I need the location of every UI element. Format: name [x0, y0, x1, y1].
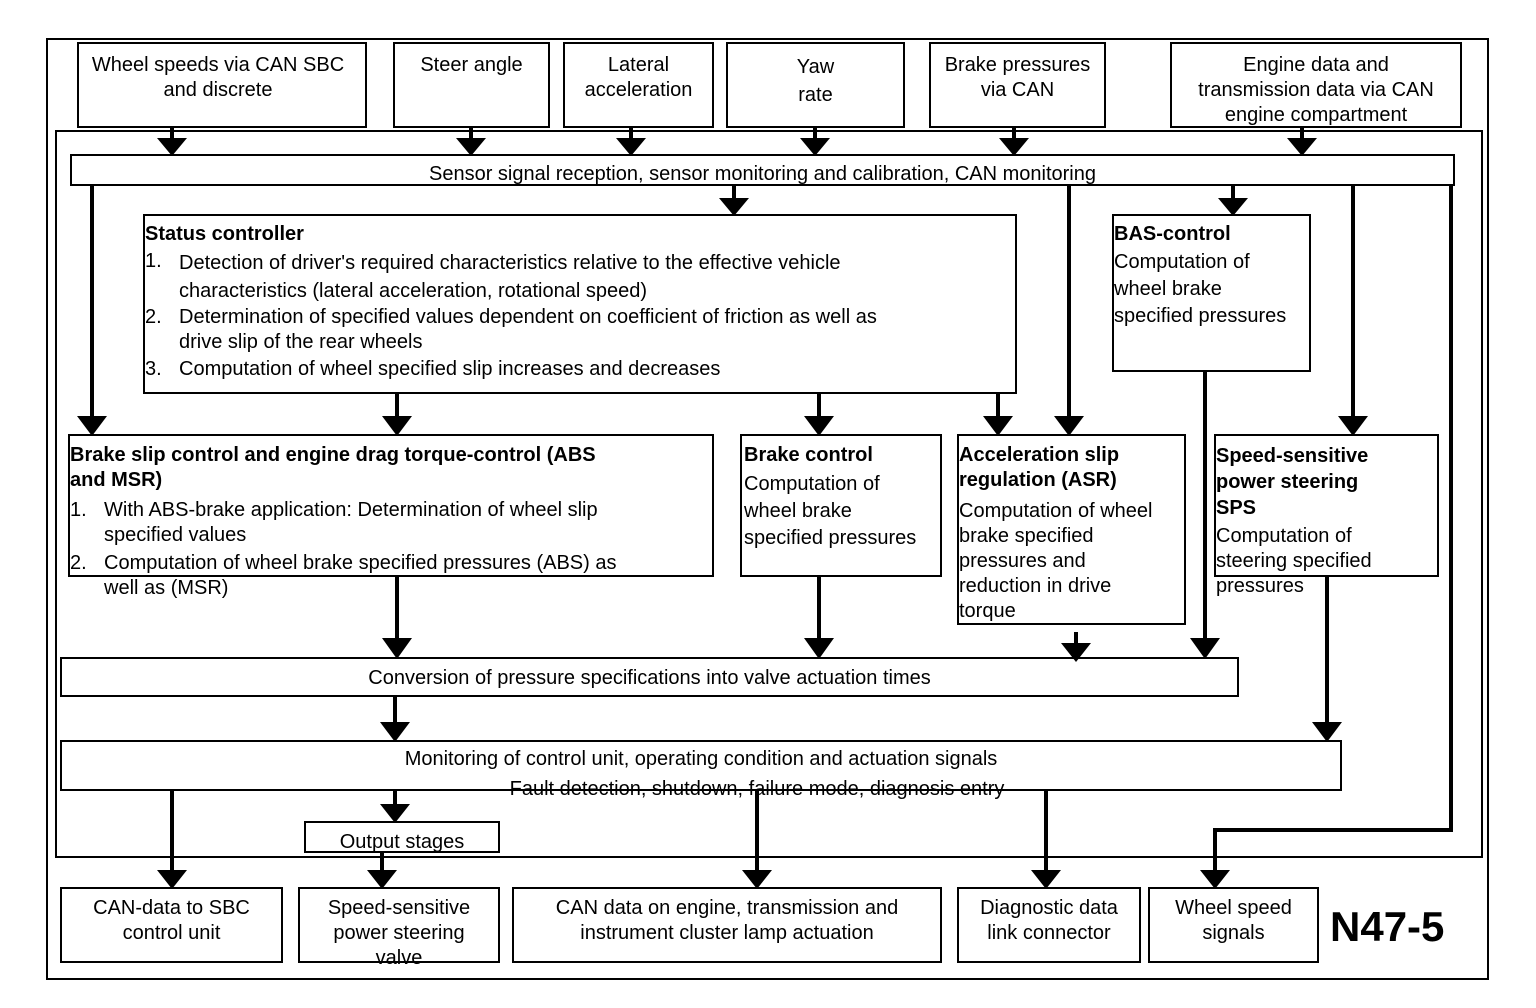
abs-item-2: 2. Computation of wheel brake specified p…: [70, 551, 616, 601]
bas-control-title: BAS-control: [1114, 223, 1231, 245]
abs-item-2-num: 2.: [70, 552, 87, 574]
arrowhead-yaw: [800, 138, 830, 156]
output-can-engine: CAN data on engine, transmission and ins…: [512, 887, 942, 963]
arrowhead-asr-right: [1054, 416, 1084, 436]
output-wheel-speed: Wheel speed signals: [1148, 887, 1319, 963]
arrowhead-wheel-speeds: [157, 138, 187, 156]
monitoring-line2: Fault detection, shutdown, failure mode,…: [509, 778, 1005, 800]
arrowhead-conv-bas: [1190, 638, 1220, 659]
status-controller-box: Status controller 1. Detection of driver'…: [143, 214, 1017, 394]
sensor-signal-bar: Sensor signal reception, sensor monitori…: [70, 154, 1455, 186]
status-item-2-text: Determination of specified values depend…: [179, 306, 877, 353]
arrowhead-can-engine: [742, 870, 772, 889]
output-sps-valve: Speed-sensitive power steering valve: [298, 887, 500, 969]
status-item-3-text: Computation of wheel specified slip incr…: [179, 358, 721, 380]
status-item-1: 1. Detection of driver's required charact…: [145, 249, 877, 305]
output-can-sbc: CAN-data to SBC control unit: [60, 887, 283, 963]
input-engine-data-label: Engine data and transmission data via CA…: [1198, 54, 1434, 126]
input-yaw-rate: Yaw rate: [726, 42, 905, 128]
status-item-1-text: Detection of driver's required character…: [179, 252, 841, 302]
abs-item-1-text: With ABS-brake application: Determinatio…: [104, 499, 598, 546]
input-engine-data: Engine data and transmission data via CA…: [1170, 42, 1462, 128]
monitoring-line1: Monitoring of control unit, operating co…: [404, 748, 998, 770]
output-can-sbc-label: CAN-data to SBC control unit: [93, 897, 250, 944]
wire-sensor-wheel-speed: [1213, 186, 1453, 872]
input-brake-pressures: Brake pressures via CAN: [929, 42, 1106, 128]
component-code: N47-5: [1330, 903, 1445, 950]
abs-item-1: 1. With ABS-brake application: Determinat…: [70, 498, 616, 551]
status-item-2: 2. Determination of specified values depe…: [145, 305, 877, 357]
brake-control-title: Brake control: [744, 444, 873, 466]
brake-control-box: Brake control Computation of wheel brake…: [740, 434, 942, 577]
input-lateral-acceleration: Lateral acceleration: [563, 42, 714, 128]
monitoring-bar: Monitoring of control unit, operating co…: [60, 740, 1342, 800]
arrowhead-conv-abs: [382, 638, 412, 659]
arrowhead-steer-angle: [456, 138, 486, 156]
output-diagnostic: Diagnostic data link connector: [957, 887, 1141, 963]
bas-control-body: Computation of wheel brake specified pre…: [1114, 251, 1287, 327]
conversion-label: Conversion of pressure specifications in…: [368, 667, 931, 689]
status-controller-list: 1. Detection of driver's required charact…: [145, 249, 877, 382]
output-can-engine-label: CAN data on engine, transmission and ins…: [555, 897, 899, 944]
status-item-3-num: 3.: [145, 358, 162, 380]
input-steer-angle-label: Steer angle: [420, 54, 523, 76]
status-item-1-num: 1.: [145, 250, 162, 272]
arrowhead-wheel-speed: [1200, 870, 1230, 889]
arrowhead-monitoring: [380, 722, 410, 742]
status-item-2-num: 2.: [145, 306, 162, 328]
arrowhead-sps: [1338, 416, 1368, 436]
arrowhead-engine-data: [1287, 138, 1317, 156]
output-sps-valve-label: Speed-sensitive power steering valve: [327, 897, 471, 969]
input-brake-pressures-label: Brake pressures via CAN: [944, 54, 1091, 101]
abs-item-2-text: Computation of wheel brake specified pre…: [104, 552, 617, 599]
brake-control-body: Computation of wheel brake specified pre…: [744, 473, 917, 549]
conversion-bar: Conversion of pressure specifications in…: [60, 657, 1239, 697]
arrowhead-status: [719, 198, 749, 216]
arrowhead-brake: [804, 416, 834, 436]
abs-msr-list: 1. With ABS-brake application: Determinat…: [70, 498, 616, 601]
output-diagnostic-label: Diagnostic data link connector: [980, 897, 1118, 944]
asr-box: Acceleration slip regulation (ASR) Compu…: [957, 434, 1186, 625]
arrowhead-conv-brake: [804, 638, 834, 659]
arrowhead-sps-valve: [367, 870, 397, 889]
arrowhead-bas: [1218, 198, 1248, 216]
arrowhead-conv-asr: [1061, 643, 1091, 662]
arrowhead-asr-left: [983, 416, 1013, 436]
abs-item-1-num: 1.: [70, 499, 87, 521]
arrowhead-abs-left: [77, 416, 107, 436]
input-steer-angle: Steer angle: [393, 42, 550, 128]
sps-title: Speed-sensitive power steering SPS: [1216, 445, 1369, 519]
status-controller-title: Status controller: [145, 223, 304, 245]
output-stages-box: Output stages: [304, 821, 500, 853]
input-yaw-rate-label: Yaw rate: [796, 56, 835, 106]
outer-frame: [46, 38, 1489, 980]
control-unit-frame: [55, 130, 1483, 858]
arrowhead-diagnostic: [1031, 870, 1061, 889]
bas-control-box: BAS-control Computation of wheel brake s…: [1112, 214, 1311, 372]
connector-paths: [90, 128, 1453, 872]
input-lateral-acceleration-label: Lateral acceleration: [584, 54, 693, 101]
sensor-signal-label: Sensor signal reception, sensor monitori…: [428, 163, 1096, 185]
output-stages-label: Output stages: [339, 831, 465, 853]
input-wheel-speeds-label: Wheel speeds via CAN SBC and discrete: [91, 54, 345, 101]
arrowhead-lateral: [616, 138, 646, 156]
status-item-3: 3. Computation of wheel specified slip in…: [145, 357, 877, 382]
asr-title: Acceleration slip regulation (ASR): [959, 444, 1120, 491]
sps-box: Speed-sensitive power steering SPS Compu…: [1214, 434, 1439, 597]
input-wheel-speeds: Wheel speeds via CAN SBC and discrete: [77, 42, 367, 128]
abs-msr-box: Brake slip control and engine drag torqu…: [68, 434, 714, 599]
arrowhead-abs-right: [382, 416, 412, 436]
arrowhead-brake-pressures: [999, 138, 1029, 156]
sps-body: Computation of steering specified pressu…: [1216, 525, 1372, 597]
abs-msr-title: Brake slip control and engine drag torqu…: [70, 444, 596, 491]
asr-body: Computation of wheel brake specified pre…: [959, 500, 1153, 622]
arrowhead-monitoring-sps: [1312, 722, 1342, 742]
arrowhead-can-sbc: [157, 870, 187, 889]
arrowhead-output-stages: [380, 804, 410, 823]
arrowheads: [77, 138, 1368, 889]
output-wheel-speed-label: Wheel speed signals: [1175, 897, 1292, 944]
